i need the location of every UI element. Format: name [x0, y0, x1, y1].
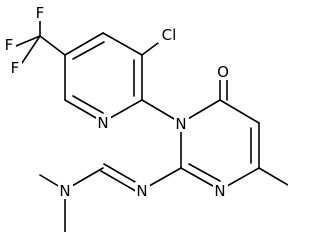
atom-fluorine-bottom: F — [11, 59, 20, 77]
bond-cf3-f-bottom — [21, 35, 41, 64]
bond-pm-c6-c5 — [219, 99, 260, 124]
atom-oxygen-carbonyl: O — [217, 63, 229, 81]
atom-nitrogen-imine: N — [136, 182, 147, 200]
bond-pm-c4-methyl — [258, 167, 288, 186]
bond-cf3-f-left — [15, 35, 41, 47]
bond-pm-n3-c2-inner — [188, 163, 221, 182]
bond-py-c4-c4-inner — [72, 41, 105, 60]
atom-chlorine: Cl — [162, 26, 177, 44]
bond-py-c5-c4 — [64, 32, 104, 56]
atom-nitrogen-n1: N — [175, 115, 186, 133]
atom-nitrogen-n3: N — [214, 182, 225, 200]
atom-fluorine-left: F — [5, 36, 14, 54]
bond-n-imine-ch-double — [100, 170, 140, 194]
bond-layer — [15, 18, 288, 232]
molecule-structure-diagram: F F F Cl N O N N N N — [2, 4, 288, 232]
atom-fluorine-top: F — [36, 4, 45, 22]
molecule-svg: F F F Cl N O N N N N — [2, 4, 288, 232]
bond-cf3-ring — [39, 35, 66, 56]
bond-py-n-c6-inner — [72, 95, 104, 114]
atom-nitrogen-dimethylamino: N — [59, 182, 70, 200]
atom-layer: F F F Cl N O N N N N — [2, 4, 232, 200]
bond-py-c4-c3 — [102, 32, 143, 56]
atom-nitrogen-pyridine: N — [97, 114, 108, 132]
